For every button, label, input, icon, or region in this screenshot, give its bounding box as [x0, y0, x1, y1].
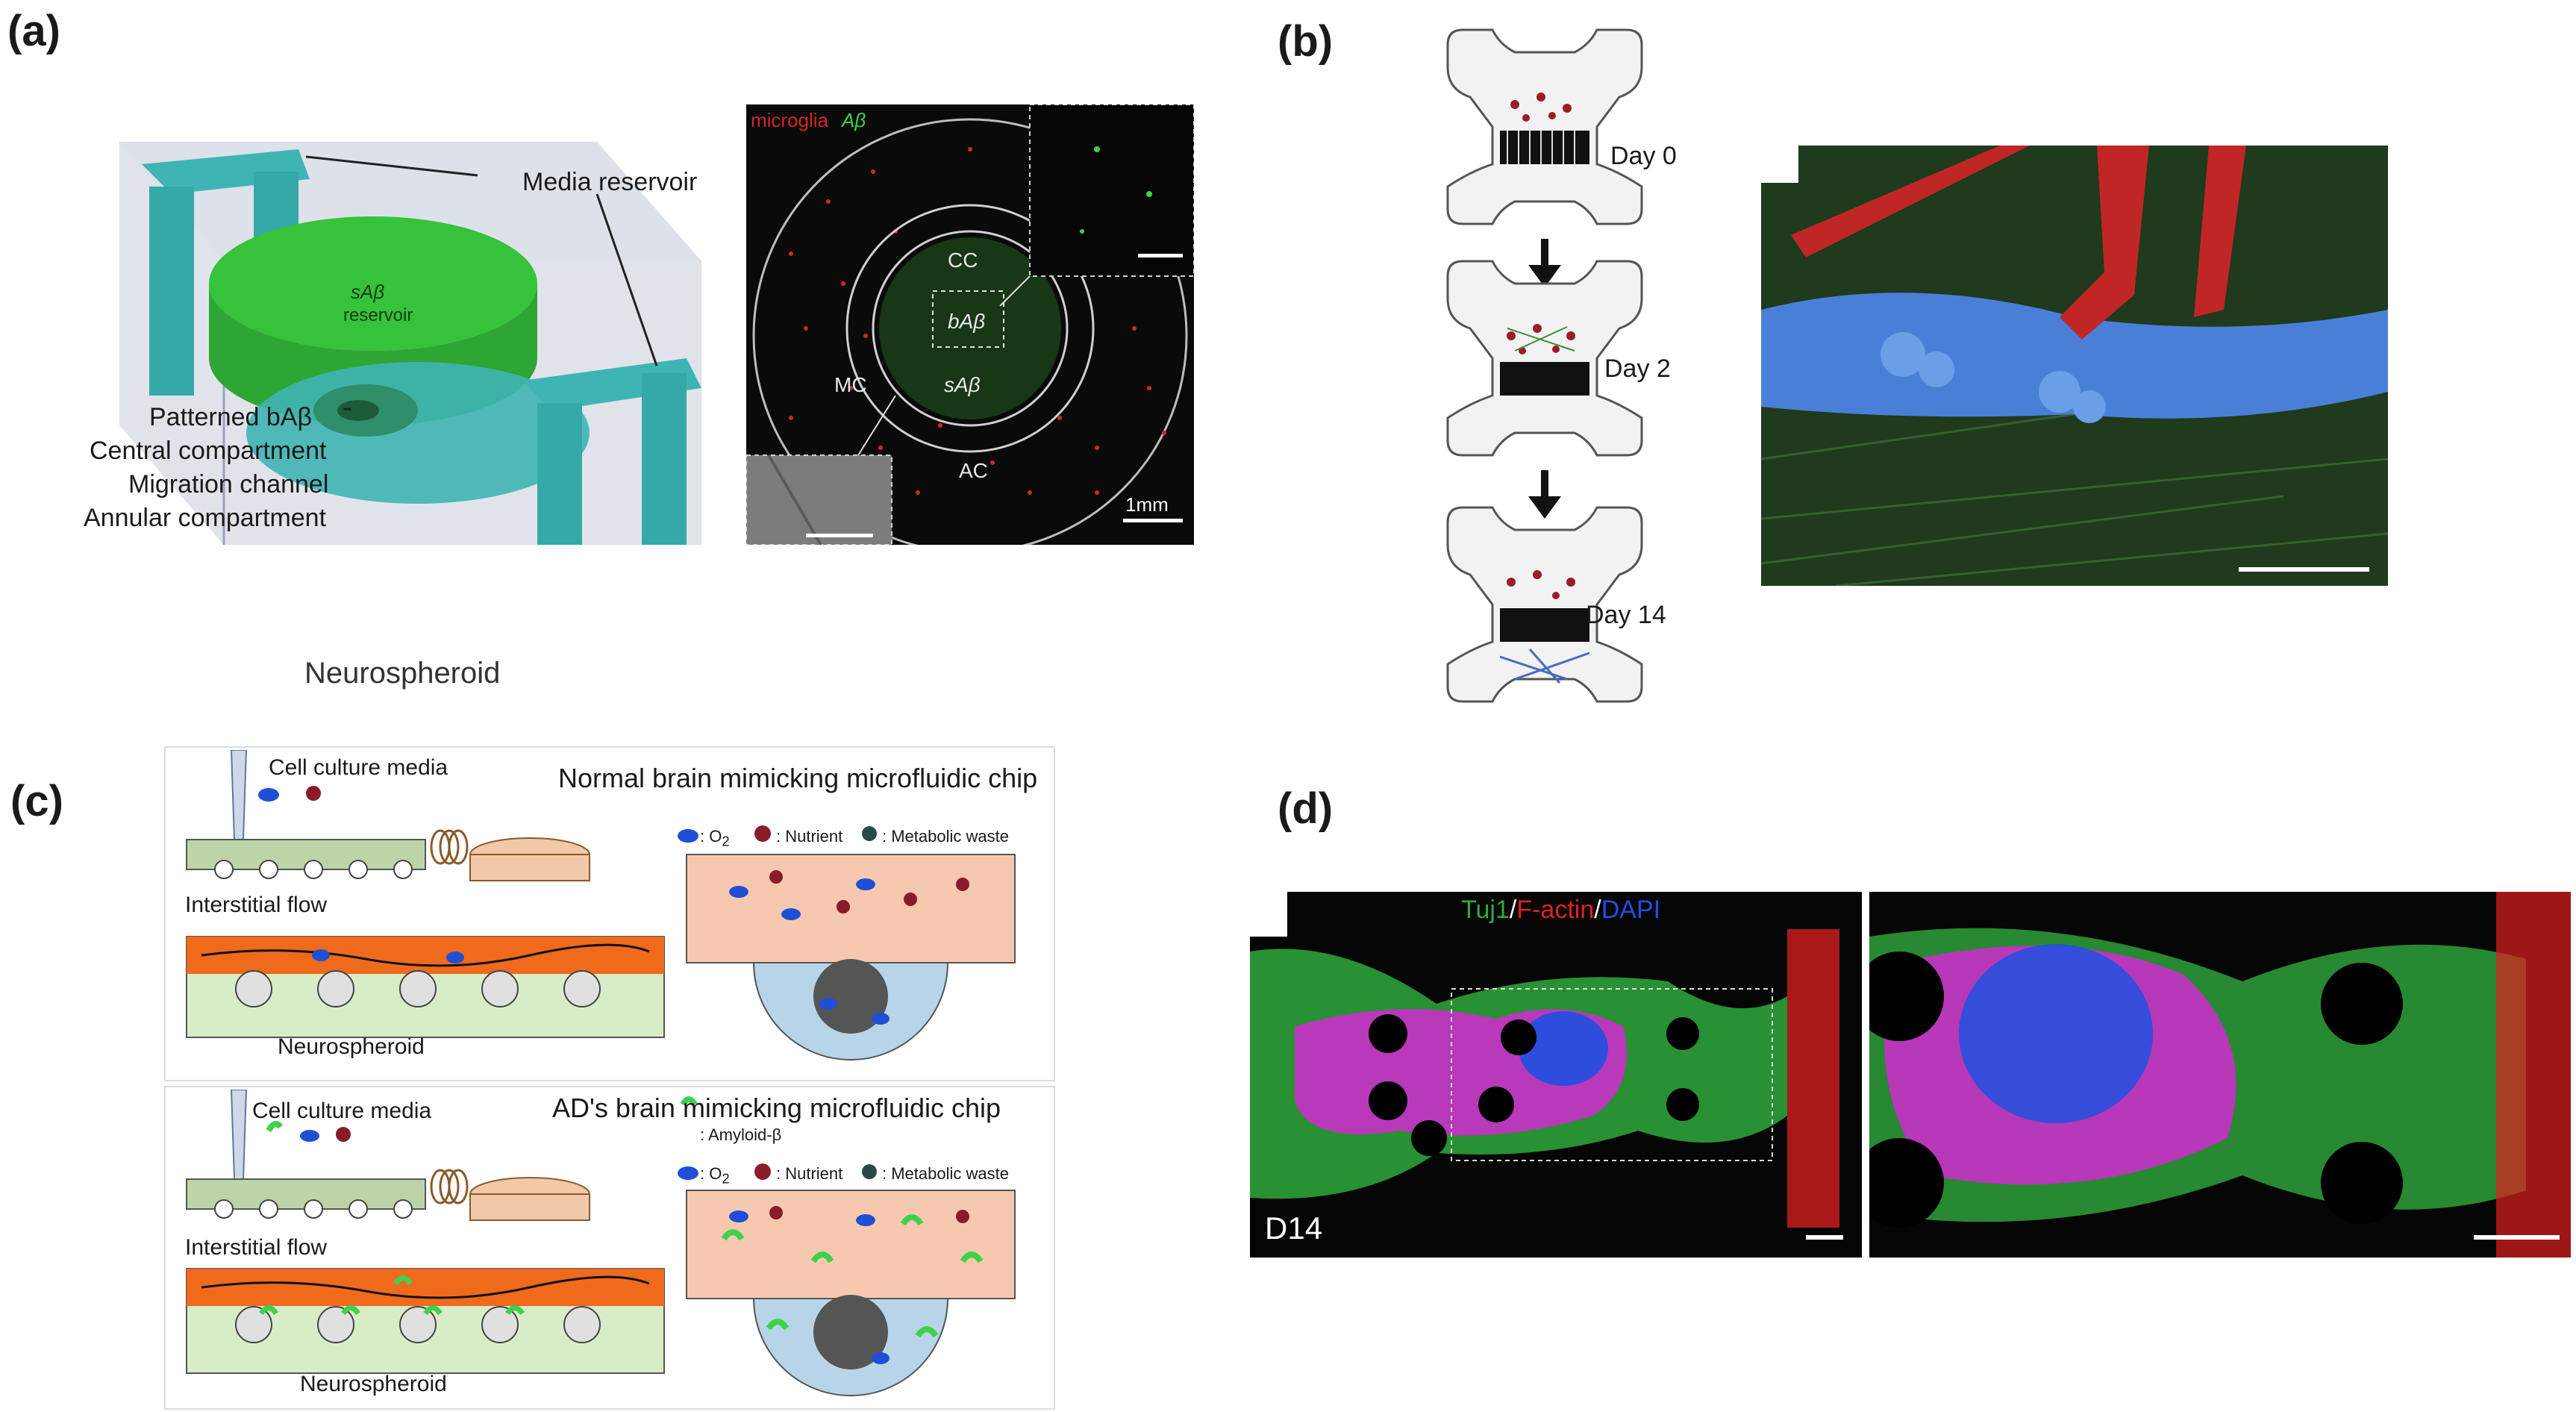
normal-legend-o2: : O2 — [700, 827, 730, 849]
sab-reservoir-label-2: reservoir — [343, 305, 413, 325]
ad-o2-sub: 2 — [722, 1170, 730, 1187]
migration-channel-label: Migration channel — [128, 470, 329, 499]
legend-amyloid: Aβ — [840, 109, 866, 131]
amyloid-inset — [1029, 104, 1194, 277]
ad-legend-o2: : O2 — [700, 1164, 730, 1187]
o2-text: : O — [700, 827, 722, 846]
o2-icon — [678, 829, 698, 843]
panel-label-b: (b) — [1278, 17, 1334, 66]
fluorescence-image-left: D14 — [1250, 892, 1862, 1258]
ac-label: AC — [959, 459, 988, 482]
fluorescence-image-right — [1869, 892, 2571, 1258]
sem-red-fiber-right — [2194, 146, 2246, 317]
stain-slash-1: / — [1509, 896, 1517, 924]
day-14-label: Day 14 — [1586, 601, 1666, 629]
dapi-region — [1519, 1011, 1608, 1086]
legend-microglia: microglia — [751, 109, 829, 131]
panel-label-d: (d) — [1278, 784, 1334, 833]
scale-bar-label: 1mm — [1125, 493, 1169, 516]
neurospheroid-caption: Neurospheroid — [304, 657, 501, 690]
normal-media-label: Cell culture media — [269, 755, 448, 780]
ad-chip-box — [164, 1086, 1055, 1410]
normal-chip-box — [164, 746, 1055, 1081]
channel-inset — [746, 454, 892, 545]
ad-legend-nutrient: : Nutrient — [776, 1164, 843, 1183]
ad-o2-text: : O — [700, 1164, 722, 1183]
ad-chip-diagram — [186, 1090, 1016, 1396]
annular-compartment-label: Annular compartment — [84, 504, 327, 532]
normal-flow-label: Interstitial flow — [185, 893, 328, 917]
nutrient-icon — [754, 825, 771, 842]
amyloid-icon — [680, 1096, 698, 1107]
zoom-region-box — [1451, 988, 1773, 1161]
ad-legend-waste: : Metabolic waste — [882, 1164, 1009, 1183]
ad-spheroid-label: Neurospheroid — [300, 1372, 447, 1396]
sem-blue-bundle — [1761, 293, 2388, 419]
device-schematic: sAβ reservoir — [119, 142, 701, 545]
chip-day-0 — [1446, 28, 1643, 225]
left-scale-bar — [1806, 1235, 1843, 1240]
panel-label-a: (a) — [7, 7, 60, 55]
cc-label: CC — [948, 249, 978, 272]
ad-legend-amyloid: : Amyloid-β — [700, 1125, 782, 1144]
left-reservoir-wall — [149, 187, 194, 396]
sem-red-fiber-center — [2060, 146, 2149, 340]
normal-chip-title: Normal brain mimicking microfluidic chip — [558, 763, 1038, 793]
arrow-media-right — [595, 193, 658, 366]
patterned-bab-label: Patterned bAβ — [149, 403, 313, 431]
right-media-reservoir — [522, 358, 701, 410]
bab-label: bAβ — [948, 310, 985, 333]
stain-slash-2: / — [1594, 896, 1601, 924]
sab-reservoir-label-1: sAβ — [351, 281, 384, 303]
sem-image — [1761, 146, 2388, 586]
ad-chip-title: AD's brain mimicking microfluidic chip — [552, 1093, 1001, 1123]
pipette-icon — [230, 750, 248, 840]
media-reservoir-label: Media reservoir — [522, 168, 698, 196]
chip-day-2 — [1446, 260, 1643, 457]
day-progression-diagram — [1446, 28, 1643, 703]
normal-legend-nutrient: : Nutrient — [776, 827, 843, 846]
normal-chip-diagram — [186, 750, 1016, 1060]
day-0-label: Day 0 — [1610, 142, 1677, 170]
ad-flow-label: Interstitial flow — [185, 1235, 328, 1260]
ad-media-label: Cell culture media — [252, 1099, 432, 1123]
central-compartment-label: Central compartment — [90, 437, 327, 465]
stain-legend: Tuj1/F-actin/DAPI — [1461, 896, 1660, 925]
right-scale-bar — [2474, 1235, 2560, 1240]
sab-label: sAβ — [944, 373, 981, 396]
patterned-bab-shape — [337, 400, 379, 421]
stain-dapi: DAPI — [1601, 896, 1661, 924]
normal-spheroid-label: Neurospheroid — [278, 1034, 425, 1059]
panel-label-c: (c) — [10, 777, 63, 825]
scale-bar — [1123, 519, 1183, 522]
day-d14-label: D14 — [1265, 1210, 1322, 1246]
stain-tuj1: Tuj1 — [1461, 896, 1510, 924]
microglia-micrograph: CC bAβ sAβ MC AC microglia Aβ 1mm — [746, 104, 1194, 545]
o2-sub: 2 — [722, 833, 730, 849]
waste-icon — [862, 826, 877, 841]
sem-red-fiber-left — [1791, 146, 2030, 257]
mc-label: MC — [834, 373, 867, 396]
arrow-media-left — [305, 155, 478, 177]
sab-reservoir — [209, 216, 537, 351]
sem-scale-bar — [2239, 567, 2369, 572]
normal-legend-waste: : Metabolic waste — [882, 827, 1009, 846]
day-2-label: Day 2 — [1604, 354, 1671, 383]
chip-day-14 — [1446, 506, 1643, 703]
stain-factin: F-actin — [1516, 896, 1595, 924]
